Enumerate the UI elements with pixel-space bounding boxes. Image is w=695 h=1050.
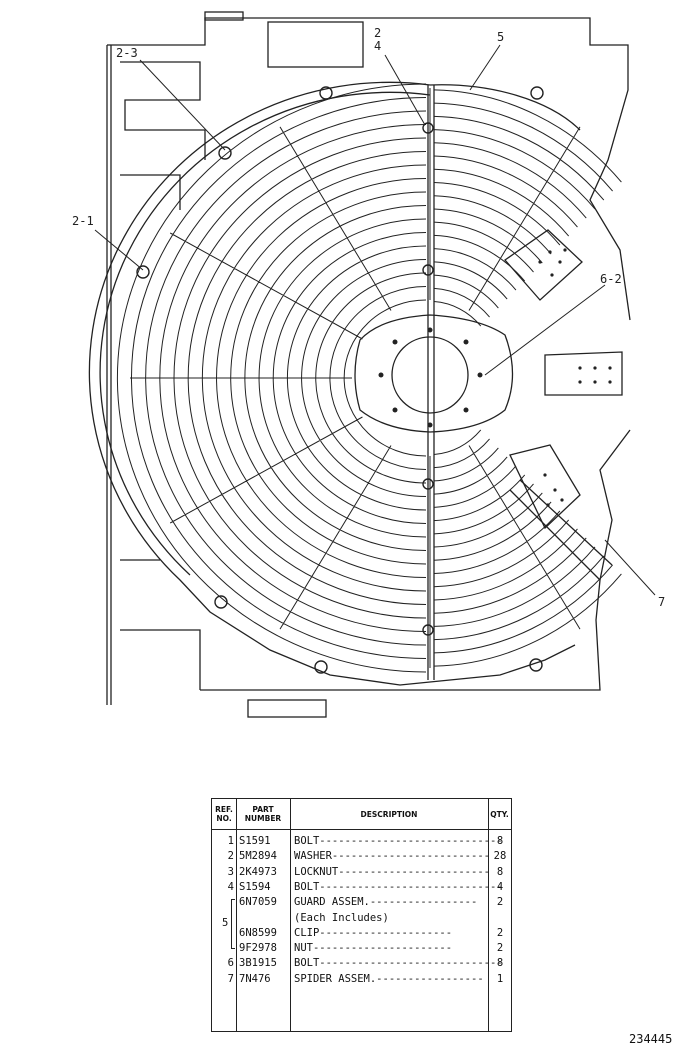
table-row: 1 S1591 BOLT-----------------------------8 xyxy=(212,835,511,850)
cell-ref-no: 3 xyxy=(227,865,234,878)
column-divider xyxy=(290,799,291,1031)
cell-description: SPIDER ASSEM.----------------- xyxy=(294,972,484,985)
guard-split-seam xyxy=(427,85,435,680)
table-row: 3 2K4973 LOCKNUT------------------------ 8 xyxy=(212,866,511,881)
callout-5: 5 xyxy=(497,30,505,44)
cell-part-number: 6N7059 xyxy=(239,896,277,909)
cell-qty: 2 xyxy=(496,896,504,909)
table-row: 6N7059 GUARD ASSEM.----------------- 2 xyxy=(212,896,511,911)
table-row: 2 5M2894 WASHER-------------------------28 xyxy=(212,850,511,865)
cell-qty: 8 xyxy=(496,957,504,970)
cell-ref-no: 1 xyxy=(227,835,234,847)
guard-rim xyxy=(88,81,581,686)
cell-ref-no: 6 xyxy=(227,957,234,970)
fan-hub xyxy=(354,314,514,433)
cell-ref-no: 2 xyxy=(227,850,234,863)
rim-bolt-holes xyxy=(136,86,544,674)
cell-description: BOLT----------------------------- xyxy=(294,835,503,847)
header-description: DESCRIPTION xyxy=(290,799,488,830)
leader-lines xyxy=(94,44,656,596)
cell-ref-no: 7 xyxy=(227,972,234,985)
cell-description: BOLT----------------------------- xyxy=(294,957,503,970)
cell-description: LOCKNUT------------------------ xyxy=(294,865,490,878)
table-row: 9F2978 NUT---------------------- 2 xyxy=(212,942,511,957)
cell-description: (Each Includes) xyxy=(294,911,389,924)
table-row: 6N8599 CLIP--------------------- 2 xyxy=(212,927,511,942)
cell-description: BOLT----------------------------- xyxy=(294,880,503,893)
cell-description: GUARD ASSEM.----------------- xyxy=(294,896,478,909)
cell-qty: 28 xyxy=(493,850,507,863)
table-row: 7 7N476 SPIDER ASSEM.----------------- 1 xyxy=(212,973,511,988)
cell-qty: 8 xyxy=(496,835,504,847)
column-divider xyxy=(488,799,489,1031)
callout-4: 4 xyxy=(374,39,382,53)
hub-bolt-holes xyxy=(378,327,483,428)
cell-part-number: 3B1915 xyxy=(239,957,277,970)
cell-ref-no: 4 xyxy=(227,880,234,893)
cell-part-number: 2K4973 xyxy=(239,865,277,878)
cell-qty: 8 xyxy=(496,865,504,878)
header-qty: QTY. xyxy=(488,799,511,830)
spider-arm-holes xyxy=(538,248,612,507)
cell-part-number: 7N476 xyxy=(239,972,271,985)
cell-part-number: 6N8599 xyxy=(239,926,277,939)
cell-qty: 1 xyxy=(496,972,504,985)
callout-2: 2 xyxy=(374,26,382,40)
callout-7: 7 xyxy=(658,595,666,609)
cell-part-number: 9F2978 xyxy=(239,942,277,955)
table-row: 6 3B1915 BOLT-----------------------------… xyxy=(212,957,511,972)
row-5-bracket xyxy=(231,899,235,949)
header-part-number: PART NUMBER xyxy=(236,799,290,830)
cell-description: CLIP--------------------- xyxy=(294,926,453,939)
callout-2-1: 2-1 xyxy=(72,214,94,228)
callout-6-2: 6-2 xyxy=(600,272,622,286)
table-row: (Each Includes) xyxy=(212,912,511,927)
row-5-bracket-ref: 5 xyxy=(222,917,229,929)
column-divider xyxy=(236,799,237,1031)
drawing-number: 234445 xyxy=(629,1032,673,1046)
cell-part-number: S1594 xyxy=(239,880,271,893)
fan-guard-drawing xyxy=(88,11,656,718)
cell-qty: 2 xyxy=(496,942,504,955)
cell-description: WASHER------------------------- xyxy=(294,850,490,863)
guard-rings xyxy=(116,83,622,673)
cell-part-number: 5M2894 xyxy=(239,850,277,863)
cell-description: NUT---------------------- xyxy=(294,942,453,955)
header-ref-no: REF. NO. xyxy=(212,799,236,830)
cell-qty: 2 xyxy=(496,926,504,939)
callout-2-3: 2-3 xyxy=(116,46,138,60)
cell-part-number: S1591 xyxy=(239,835,271,847)
spider-arms xyxy=(504,229,623,581)
cell-qty: 4 xyxy=(496,880,504,893)
